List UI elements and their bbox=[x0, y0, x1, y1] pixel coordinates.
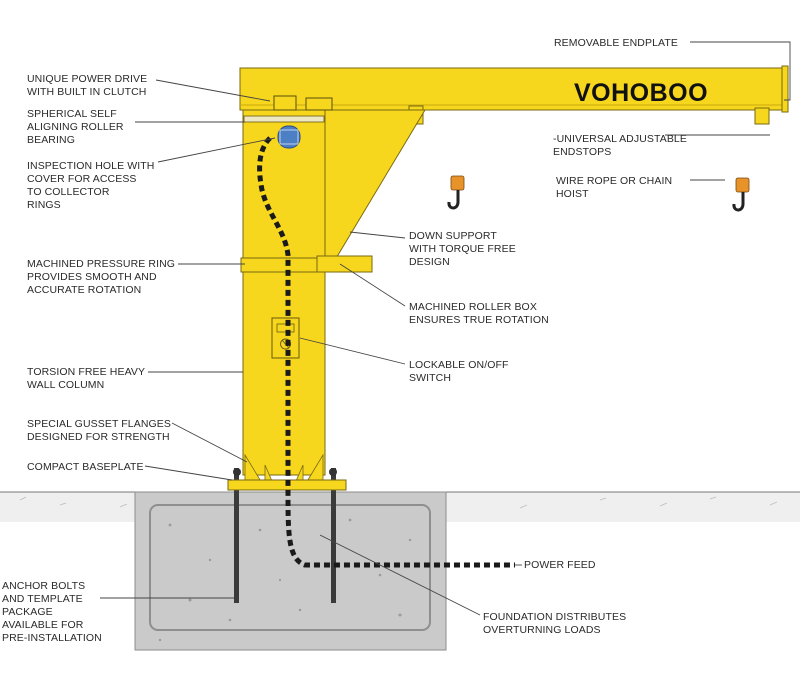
label-power-feed: POWER FEED bbox=[524, 559, 596, 571]
brand-logo-text: VOHOBOO bbox=[574, 79, 709, 107]
label-foundation: FOUNDATION DISTRIBUTES OVERTURNING LOADS bbox=[483, 611, 627, 636]
label-switch: LOCKABLE ON/OFF SWITCH bbox=[409, 359, 509, 384]
wall-column bbox=[240, 109, 373, 476]
label-inspection-hole: INSPECTION HOLE WITH COVER FOR ACCESS TO… bbox=[27, 160, 155, 211]
label-gusset: SPECIAL GUSSET FLANGES DESIGNED FOR STRE… bbox=[27, 418, 171, 443]
label-removable-endplate: REMOVABLE ENDPLATE bbox=[554, 37, 678, 49]
label-hoist: WIRE ROPE OR CHAIN HOIST bbox=[556, 175, 673, 200]
hoist-hook-2 bbox=[732, 177, 750, 212]
label-endstops: -UNIVERSAL ADJUSTABLE ENDSTOPS bbox=[553, 133, 687, 158]
label-down-support: DOWN SUPPORT WITH TORQUE FREE DESIGN bbox=[409, 230, 516, 268]
leader-lines bbox=[100, 41, 791, 616]
power-cable bbox=[257, 136, 515, 568]
power-drive-unit bbox=[243, 95, 333, 149]
concrete-foundation bbox=[134, 491, 447, 651]
label-bearing: SPHERICAL SELF ALIGNING ROLLER BEARING bbox=[27, 108, 124, 146]
label-power-drive: UNIQUE POWER DRIVE WITH BUILT IN CLUTCH bbox=[27, 73, 148, 98]
anchor-bolts bbox=[234, 468, 336, 603]
label-column: TORSION FREE HEAVY WALL COLUMN bbox=[27, 366, 146, 391]
label-baseplate: COMPACT BASEPLATE bbox=[27, 461, 144, 473]
hoist-hook-1 bbox=[447, 175, 465, 210]
label-roller-box: MACHINED ROLLER BOX ENSURES TRUE ROTATIO… bbox=[409, 301, 549, 326]
label-anchor-bolts: ANCHOR BOLTS AND TEMPLATE PACKAGE AVAILA… bbox=[2, 580, 102, 644]
label-pressure-ring: MACHINED PRESSURE RING PROVIDES SMOOTH A… bbox=[27, 258, 176, 296]
